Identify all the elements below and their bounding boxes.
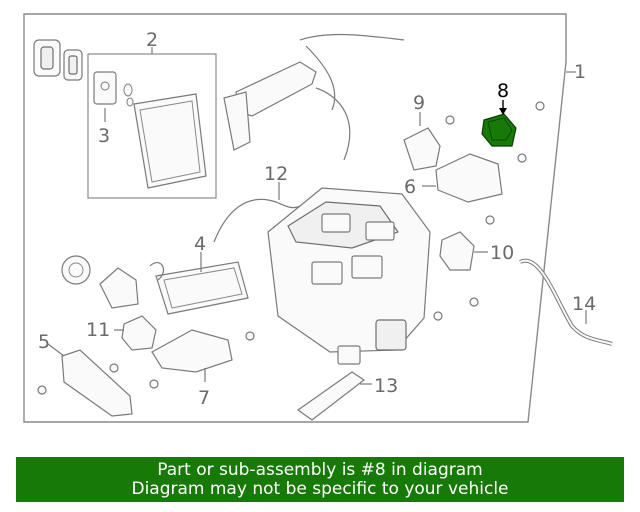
actuator-9 bbox=[403, 112, 455, 171]
screws bbox=[37, 101, 545, 395]
blower-motor bbox=[61, 255, 139, 309]
filter-13 bbox=[296, 371, 372, 421]
resistor-11 bbox=[114, 315, 157, 351]
callout-4: 4 bbox=[194, 233, 206, 255]
wire-harness bbox=[223, 33, 405, 161]
bracket-7 bbox=[151, 329, 233, 382]
parts-diagram: 1 2 3 4 5 6 7 8 9 10 11 12 13 14 bbox=[23, 13, 613, 423]
banner-line-2: Diagram may not be specific to your vehi… bbox=[131, 479, 509, 499]
callout-11: 11 bbox=[86, 319, 110, 341]
evaporator-core bbox=[133, 93, 207, 189]
callout-5: 5 bbox=[38, 331, 50, 353]
expansion-valve bbox=[93, 71, 134, 122]
banner-line-1: Part or sub-assembly is #8 in diagram bbox=[157, 460, 483, 480]
callout-8: 8 bbox=[497, 80, 509, 102]
actuator-10 bbox=[439, 231, 488, 271]
callout-1: 1 bbox=[574, 61, 586, 83]
info-banner: Part or sub-assembly is #8 in diagram Di… bbox=[16, 457, 624, 502]
bracket-5 bbox=[47, 343, 133, 417]
hvac-case bbox=[267, 187, 431, 365]
callout-2: 2 bbox=[146, 29, 158, 51]
callout-12: 12 bbox=[264, 163, 288, 185]
callout-3: 3 bbox=[98, 125, 110, 147]
sensor-wire bbox=[213, 182, 301, 243]
callout-9: 9 bbox=[413, 92, 425, 114]
callout-10: 10 bbox=[490, 242, 514, 264]
highlighted-part-8 bbox=[481, 100, 517, 147]
callout-6: 6 bbox=[404, 176, 416, 198]
callout-7: 7 bbox=[198, 387, 210, 409]
heater-core bbox=[149, 252, 249, 315]
pipe-14 bbox=[519, 258, 613, 346]
callout-13: 13 bbox=[374, 375, 398, 397]
blower-actuator-6 bbox=[422, 153, 503, 203]
seal-parts bbox=[33, 39, 83, 81]
callout-14: 14 bbox=[572, 293, 596, 315]
assembly-boundary bbox=[23, 13, 567, 423]
